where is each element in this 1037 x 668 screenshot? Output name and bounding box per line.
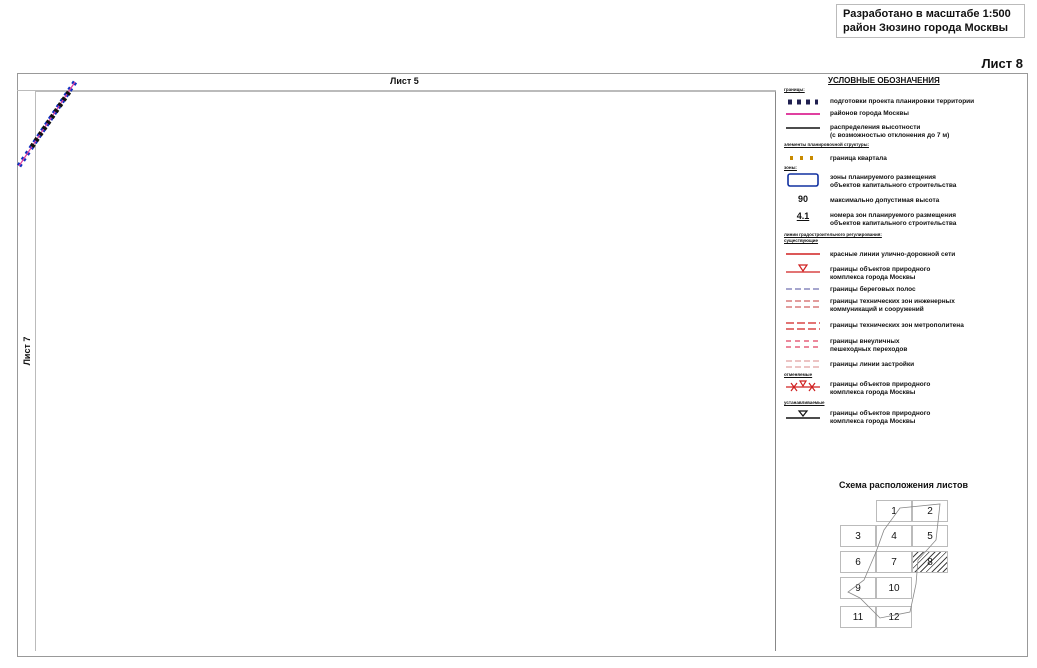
red-cross-line-icon [784,379,822,393]
legend-section-boundaries: границы: [784,87,805,92]
legend-item: границы объектов природного комплекса го… [830,410,931,425]
title-block: Разработано в масштабе 1:500 район Зюзин… [836,4,1025,38]
legend-item: границы технических зон инженерных комму… [830,298,955,313]
top-margin-band [17,73,776,91]
legend-item: границы объектов природного комплекса го… [830,381,931,396]
legend-section-regulation: линии градостроительного регулирования: [784,232,882,237]
legend-item: подготовки проекта планировки территории [830,98,975,105]
black-line-icon [784,121,822,135]
scheme-title: Схема расположения листов [839,480,968,490]
red-dash-pair-icon [784,337,822,351]
scheme-cell[interactable]: 12 [876,606,912,628]
legend-item: границы технических зон метрополитена [830,322,964,329]
sheet-number: Лист 8 [981,56,1023,71]
legend-section-structure: элементы планировочной структуры: [784,142,869,147]
legend-item: районов города Москвы [830,110,909,117]
blue-rect-icon [784,172,822,188]
legend-section-established: устанавливаемые [784,400,825,405]
legend-item: зоны планируемого размещения объектов ка… [830,174,957,189]
planning-boundary-line [17,80,78,168]
scheme-cell[interactable]: 9 [840,577,876,599]
scheme-cell[interactable]: 1 [876,500,912,522]
scheme-cell[interactable]: 7 [876,551,912,573]
double-dash-icon [784,297,822,311]
district-outline [847,503,941,619]
legend: УСЛОВНЫЕ ОБОЗНАЧЕНИЯ границы: подготовки… [780,76,1020,436]
adjacent-sheet-left-label[interactable]: Лист 7 [22,336,32,366]
pink-line-icon [784,107,822,121]
orange-dots-icon [784,151,822,165]
legend-title: УСЛОВНЫЕ ОБОЗНАЧЕНИЯ [828,76,940,85]
legend-item: границы внеуличных пешеходных переходов [830,338,908,353]
map-area[interactable] [35,91,776,651]
drawing-frame [17,73,1028,657]
height-symbol: 90 [797,194,808,204]
sheet-layout-scheme: 1 2 3 4 5 6 7 8 9 10 11 12 [840,500,960,635]
scheme-cell[interactable]: 6 [840,551,876,573]
scheme-cell[interactable]: 10 [876,577,912,599]
legend-section-zones: зоны: [784,165,797,170]
red-double-dash-icon [784,319,822,333]
black-triangle-line-icon [784,408,822,422]
legend-item: границы линии застройки [830,361,915,368]
legend-section-cancelled: отменяемые [784,372,813,377]
legend-item: распределения высотности (с возможностью… [830,124,950,139]
district-title: район Зюзино города Москвы [843,22,1009,34]
legend-item: границы береговых полос [830,286,916,293]
legend-item: границы объектов природного комплекса го… [830,266,931,281]
legend-item: граница квартала [830,155,887,162]
zone-number-symbol: 4.1 [796,211,810,221]
scheme-cell[interactable]: 11 [840,606,876,628]
pale-dash-icon [784,357,822,371]
legend-section-existing: существующие [784,238,819,243]
dash-line-icon [784,282,822,296]
scheme-cell[interactable]: 2 [912,500,948,522]
left-margin-band [17,91,35,651]
red-triangle-line-icon [784,263,822,277]
scheme-cell[interactable]: 3 [840,525,876,547]
legend-item: красные линии улично-дорожной сети [830,251,956,258]
legend-item: максимально допустимая высота [830,197,940,204]
scheme-cell[interactable]: 4 [876,525,912,547]
red-line-icon [784,247,822,261]
scale-title: Разработано в масштабе 1:500 [843,8,1011,20]
adjacent-sheet-top-label[interactable]: Лист 5 [390,76,419,86]
legend-item: номера зон планируемого размещения объек… [830,212,957,227]
